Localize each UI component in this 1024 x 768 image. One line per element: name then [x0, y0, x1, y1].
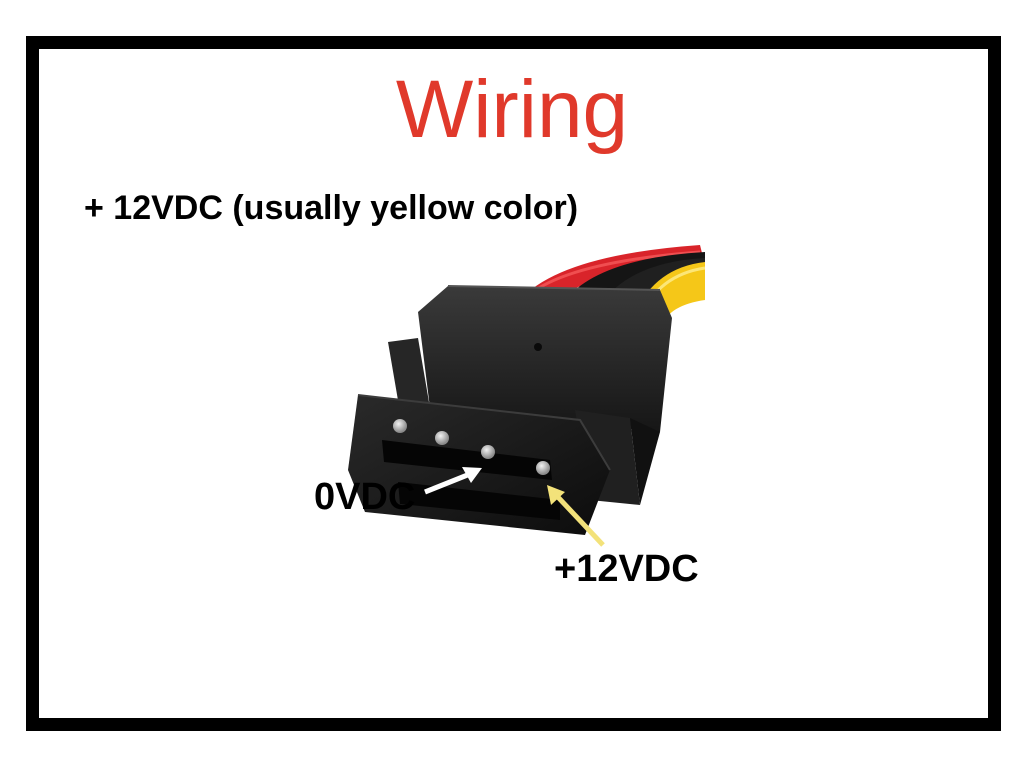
label-0vdc: 0VDC [314, 476, 416, 518]
slide-subtitle: + 12VDC (usually yellow color) [84, 189, 579, 227]
label-12vdc: +12VDC [554, 548, 699, 590]
slide-title: Wiring [395, 64, 629, 155]
connector-flange-left [388, 338, 430, 412]
pin-1 [393, 419, 407, 433]
pin-3 [481, 445, 495, 459]
arrow-0v [424, 467, 482, 495]
connector-dimple [534, 343, 542, 351]
pin-4 [536, 461, 550, 475]
connector-body [348, 285, 672, 535]
arrow-12v [547, 485, 605, 547]
pin-2 [435, 431, 449, 445]
